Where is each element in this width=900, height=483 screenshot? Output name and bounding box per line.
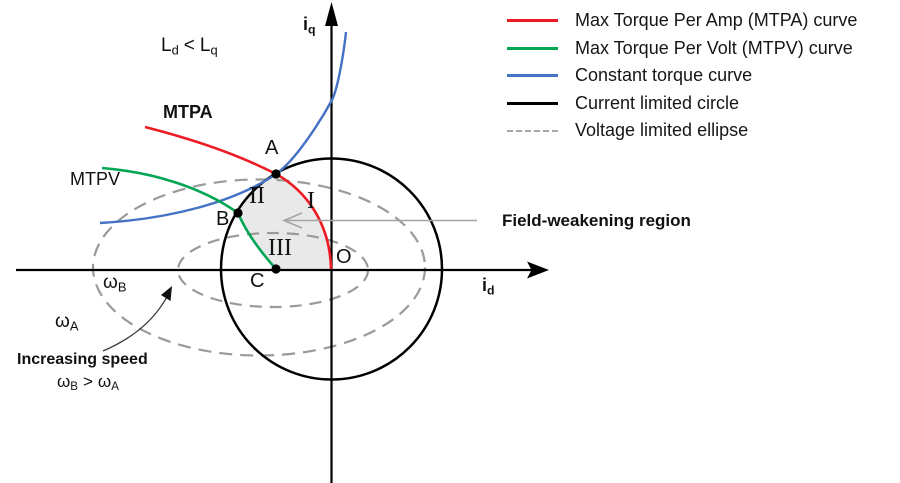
- inductance-condition: Ld<Lq: [161, 35, 218, 58]
- torque-line-swatch: [507, 74, 558, 78]
- ellipse-line-swatch: [507, 129, 558, 132]
- region-1-label: I: [307, 188, 315, 214]
- d-axis-arrowhead: [527, 261, 549, 279]
- mtpa-line-swatch: [507, 19, 558, 23]
- region-2-label: II: [249, 183, 265, 209]
- legend-label: Max Torque Per Volt (MTPV) curve: [575, 37, 853, 58]
- point-c-label: C: [250, 270, 265, 292]
- point-a-label: A: [265, 137, 279, 159]
- mtpa-curve-label: MTPA: [163, 102, 213, 122]
- legend-label: Voltage limited ellipse: [575, 120, 749, 141]
- field-weakening-arrowhead: [282, 212, 303, 229]
- legend-item-torque: Constant torque curve: [507, 62, 857, 90]
- omega-a-label: ωA: [55, 311, 79, 334]
- omega-b-label: ωB: [103, 272, 127, 295]
- constant-torque-curve: [99, 31, 348, 225]
- point-c-dot: [271, 264, 281, 274]
- field-weakening-label: Field-weakening region: [502, 211, 691, 230]
- increasing-speed-label: Increasing speed: [17, 351, 148, 368]
- q-axis-label: iq: [303, 14, 316, 37]
- mtpv-line-swatch: [507, 46, 558, 50]
- current-limit-circle: [219, 157, 444, 381]
- point-a-dot: [271, 169, 281, 179]
- point-b-label: B: [216, 208, 230, 230]
- d-axis-label: id: [482, 275, 495, 298]
- region-3-label: III: [268, 235, 292, 261]
- origin-label: O: [336, 246, 352, 268]
- voltage-ellipse-outer: [91, 178, 427, 357]
- legend-item-current-circle: Current limited circle: [507, 90, 857, 118]
- legend-label: Current limited circle: [575, 92, 740, 113]
- legend: Max Torque Per Amp (MTPA) curve Max Torq…: [507, 7, 857, 145]
- increasing-speed-arrow: [102, 292, 170, 352]
- circle-line-swatch: [507, 101, 558, 105]
- legend-item-mtpv: Max Torque Per Volt (MTPV) curve: [507, 35, 857, 63]
- legend-label: Constant torque curve: [575, 65, 753, 86]
- legend-item-mtpa: Max Torque Per Amp (MTPA) curve: [507, 7, 857, 35]
- mtpv-curve-label: MTPV: [70, 169, 121, 189]
- legend-label: Max Torque Per Amp (MTPA) curve: [575, 10, 858, 31]
- speed-relation-label: ωB>ωA: [57, 372, 119, 394]
- point-b-dot: [233, 208, 243, 218]
- mtpv-curve: [101, 166, 277, 270]
- increasing-speed-arrowhead: [161, 286, 172, 301]
- q-axis-arrowhead: [325, 2, 338, 26]
- legend-item-voltage-ellipse: Voltage limited ellipse: [507, 117, 857, 145]
